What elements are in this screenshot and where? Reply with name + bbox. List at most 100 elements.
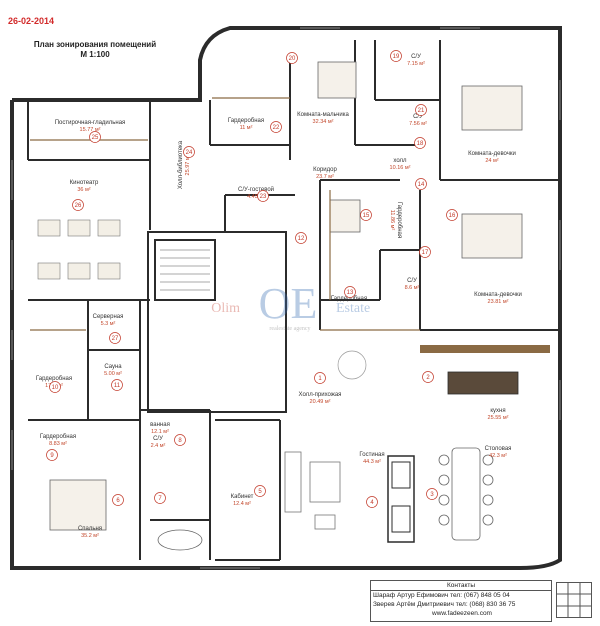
room-number-text: 6 (116, 498, 120, 504)
room-area: 32.34 м² (313, 119, 334, 125)
room-number-16: 16 (446, 209, 458, 221)
room-number-text: 4 (370, 500, 374, 506)
room-name: Холл-библиотека (178, 140, 184, 189)
room-number-26: 26 (72, 199, 84, 211)
corridor-name: Коридор (313, 167, 337, 173)
room-number-circle (446, 209, 458, 221)
living-furniture (284, 451, 341, 530)
room-area: 7.15 м² (407, 61, 425, 67)
room-name: С/У-гостевой (238, 186, 274, 193)
room-area: 8.83 м² (49, 441, 67, 447)
windows (11, 27, 561, 569)
room-number-11: 11 (111, 379, 123, 391)
room-number-text: 18 (417, 141, 424, 147)
room-area: 7.56 м² (409, 121, 427, 127)
room-area: 12.1 м² (151, 429, 169, 435)
room-name: С/У (413, 114, 423, 120)
room-number-text: 13 (347, 290, 354, 296)
plan-title-line1: План зонирования помещений (33, 40, 157, 49)
room-number-text: 1 (318, 376, 322, 382)
room-number-circle (111, 379, 123, 391)
room-area: 36 м² (77, 187, 90, 193)
room-area: 23.81 м² (488, 299, 509, 305)
beds (49, 61, 523, 531)
fireplace (387, 455, 415, 543)
room-number-circle (419, 246, 431, 258)
room-number-text: 5 (258, 489, 262, 495)
room-number-24: 24 (183, 146, 195, 158)
room-number-8: 8 (174, 434, 186, 446)
room-name: С/У (407, 278, 417, 284)
plan-scale: М 1:100 (80, 50, 110, 59)
room-area: 12.4 м² (233, 501, 251, 507)
room-area: 25.55 м² (488, 415, 509, 421)
room-number-13: 13 (344, 286, 356, 298)
room-name: Столовая (485, 446, 512, 452)
room-label-19: С/У7.15 м² (407, 54, 425, 67)
room-name: С/У (411, 54, 421, 60)
bathtub (157, 529, 203, 551)
room-number-circle (415, 104, 427, 116)
room-number-text: 2 (426, 375, 430, 381)
room-number-17: 17 (419, 246, 431, 258)
room-label-8: С/У2.4 м² (151, 436, 166, 449)
room-area: 5.3 м² (101, 321, 116, 327)
room-name: Кабинет (231, 494, 254, 500)
room-number-text: 12 (298, 236, 305, 242)
room-name: Кинотеатр (70, 180, 99, 186)
room-number-text: 22 (273, 125, 280, 131)
room-number-15: 15 (360, 209, 372, 221)
room-name: Гардеробная (36, 376, 72, 382)
room-number-1: 1 (314, 372, 326, 384)
room-number-circle (295, 232, 307, 244)
room-area: 44.3 м² (363, 459, 381, 465)
room-number-circle (414, 137, 426, 149)
room-number-text: 19 (393, 54, 400, 60)
room-number-circle (415, 178, 427, 190)
room-area: 20.49 м² (310, 399, 331, 405)
room-name: Сауна (104, 364, 122, 370)
room-number-4: 4 (366, 496, 378, 508)
room-name: ванная (150, 422, 170, 428)
contacts-heading: Контакты (371, 581, 551, 591)
room-name: Гардеробная (396, 202, 402, 238)
room-number-text: 24 (186, 150, 193, 156)
room-number-circle (46, 449, 58, 461)
contact-person-1: Шараф Артур Ефимович (373, 592, 449, 599)
room-number-text: 7 (158, 496, 162, 502)
room-number-circle (314, 372, 326, 384)
watermark-sub: realestate agency (269, 326, 310, 332)
stamp-grid (556, 582, 592, 618)
room-number-circle (49, 381, 61, 393)
room-number-25: 25 (89, 131, 101, 143)
room-number-circle (183, 146, 195, 158)
contact-row-2: Зверев Артём Дмитриевич тел: (068) 830 3… (371, 600, 551, 609)
contact-phone-1: тел: (067) 848 05 04 (450, 592, 510, 599)
room-number-circle (390, 50, 402, 62)
room-number-21: 21 (415, 104, 427, 116)
contact-person-2: Зверев Артём Дмитриевич (373, 601, 454, 608)
room-area: 8.6 м² (405, 285, 420, 291)
room-number-22: 22 (270, 121, 282, 133)
room-number-circle (257, 190, 269, 202)
room-number-circle (426, 488, 438, 500)
hall-area: 10.16 м² (390, 165, 411, 171)
room-area: 11.86 м² (389, 210, 395, 231)
room-number-circle (174, 434, 186, 446)
room-number-18: 18 (414, 137, 426, 149)
room-number-23: 23 (257, 190, 269, 202)
room-number-3: 3 (426, 488, 438, 500)
